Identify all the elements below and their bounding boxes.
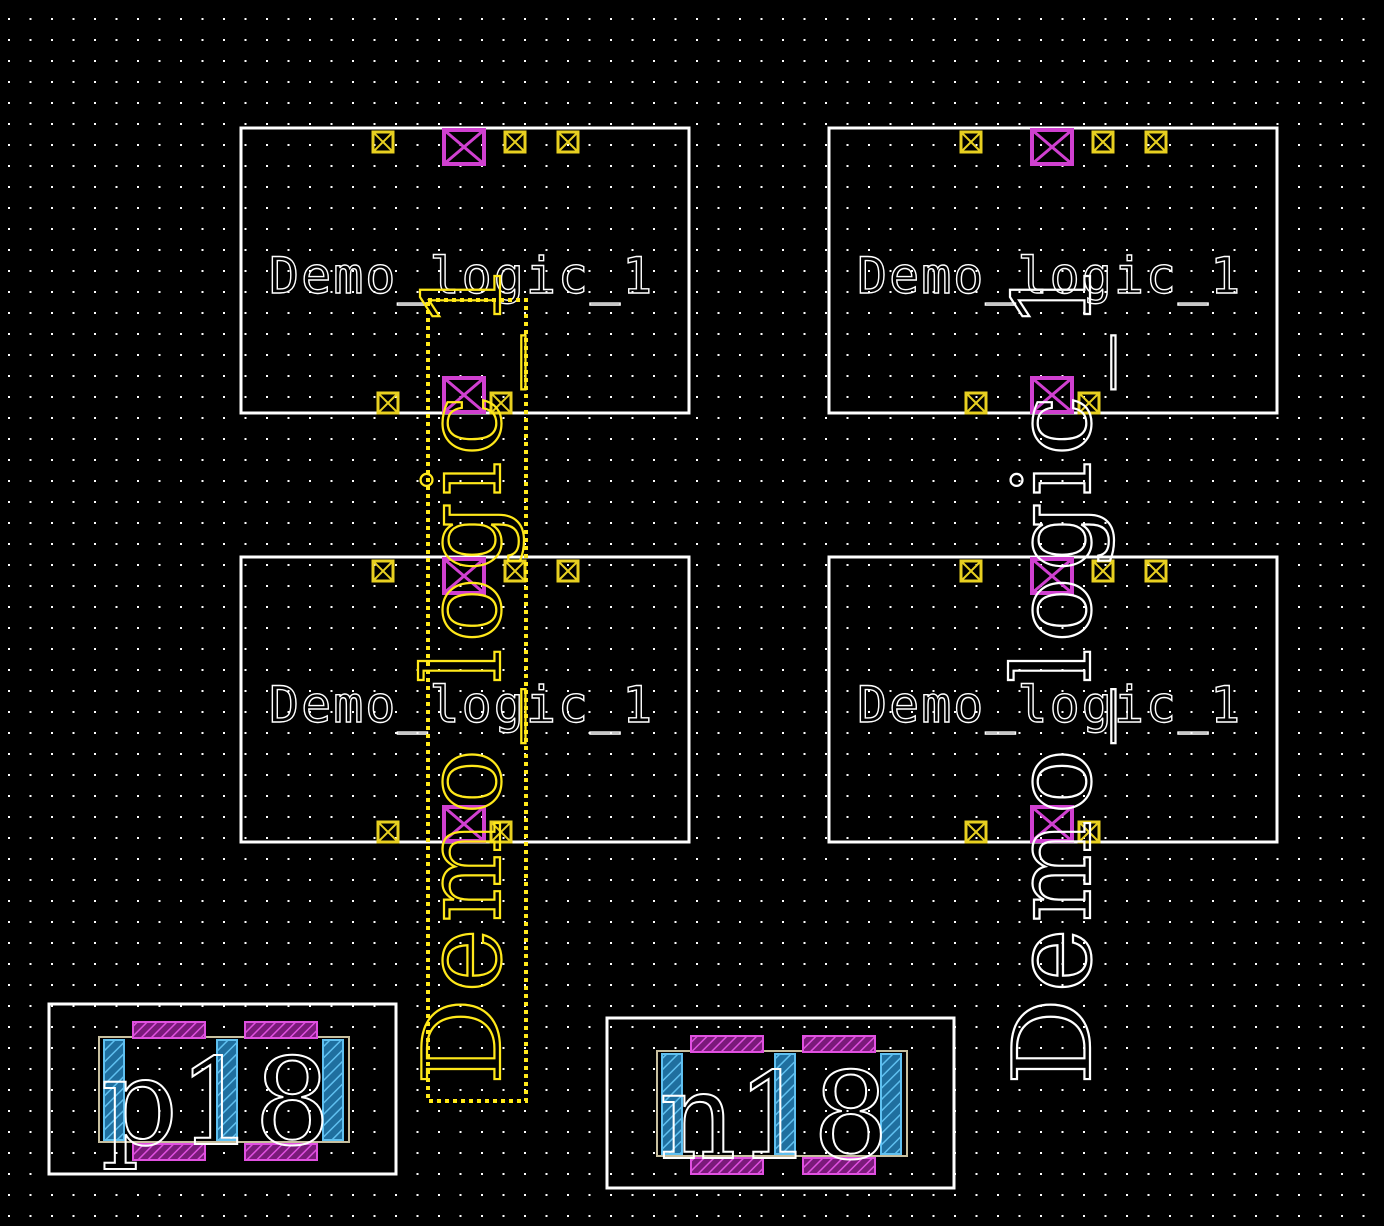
pin-icon[interactable] [371, 130, 395, 154]
pin-icon[interactable] [371, 559, 395, 583]
cell-bottom-right[interactable]: Demo_logic_1 [827, 555, 1279, 844]
pin-icon[interactable] [964, 391, 988, 415]
device-left[interactable]: p18 [47, 1002, 398, 1176]
pin-icon[interactable] [376, 820, 400, 844]
instance-label-right[interactable]: Demo_logic_1 [990, 254, 1117, 1087]
pin-icon[interactable] [503, 130, 527, 154]
pin-icon[interactable] [376, 391, 400, 415]
contact-icon[interactable] [442, 128, 486, 166]
diffusion-strip [661, 1053, 683, 1155]
selected-instance-label[interactable]: Demo_logic_1 [400, 254, 528, 1103]
cell-label: Demo_logic_1 [269, 247, 654, 305]
contact-icon[interactable] [442, 557, 486, 595]
pin-icon[interactable] [556, 130, 580, 154]
device-boundary [47, 1002, 398, 1176]
pin-icon[interactable] [959, 130, 983, 154]
contact-icon[interactable] [1030, 128, 1074, 166]
pin-icon[interactable] [1091, 559, 1115, 583]
diffusion-strip [216, 1039, 238, 1141]
poly-bar [802, 1035, 876, 1053]
active-region [98, 1036, 350, 1143]
pin-icon[interactable] [1144, 130, 1168, 154]
device-right[interactable]: n18 [605, 1016, 956, 1190]
pin-icon[interactable] [959, 559, 983, 583]
cell-label: Demo_logic_1 [269, 676, 654, 734]
poly-bar [244, 1143, 318, 1161]
devices: p18 n18 [47, 1002, 956, 1190]
contact-icon[interactable] [1030, 805, 1074, 843]
poly-bar [132, 1143, 206, 1161]
cell-label: Demo_logic_1 [857, 676, 1242, 734]
cell-top-right[interactable]: Demo_logic_1 [827, 126, 1279, 415]
poly-bar [244, 1021, 318, 1039]
cell-bottom-left[interactable]: Demo_logic_1 [239, 555, 691, 844]
pin-icon[interactable] [964, 820, 988, 844]
diffusion-strip [103, 1039, 125, 1141]
pin-icon[interactable] [1144, 559, 1168, 583]
active-region [656, 1050, 908, 1157]
instance-label-text: Demo_logic_1 [991, 255, 1116, 1085]
cell-top-left[interactable]: Demo_logic_1 [239, 126, 691, 415]
pin-icon[interactable] [489, 820, 513, 844]
poly-bar [802, 1157, 876, 1175]
contact-icon[interactable] [442, 805, 486, 843]
cell-label: Demo_logic_1 [857, 247, 1242, 305]
pin-icon[interactable] [489, 391, 513, 415]
device-label: p18 [101, 1034, 331, 1173]
device-boundary [605, 1016, 956, 1190]
instance-label-text: Demo_logic_1 [401, 255, 526, 1085]
contact-icon[interactable] [1030, 376, 1074, 414]
pin-icon[interactable] [1077, 820, 1101, 844]
selection-box [426, 298, 528, 1103]
diffusion-strip [322, 1039, 344, 1141]
instance-labels: Demo_logic_1 Demo_logic_1 [400, 254, 1117, 1103]
device-label: n18 [659, 1048, 889, 1187]
diffusion-strip [774, 1053, 796, 1155]
poly-bar [690, 1035, 764, 1053]
diffusion-strip [880, 1053, 902, 1155]
poly-bar [690, 1157, 764, 1175]
contact-icon[interactable] [1030, 557, 1074, 595]
pin-icon[interactable] [1077, 391, 1101, 415]
poly-bar [132, 1021, 206, 1039]
contact-icon[interactable] [442, 376, 486, 414]
pin-icon[interactable] [556, 559, 580, 583]
pin-icon[interactable] [1091, 130, 1115, 154]
